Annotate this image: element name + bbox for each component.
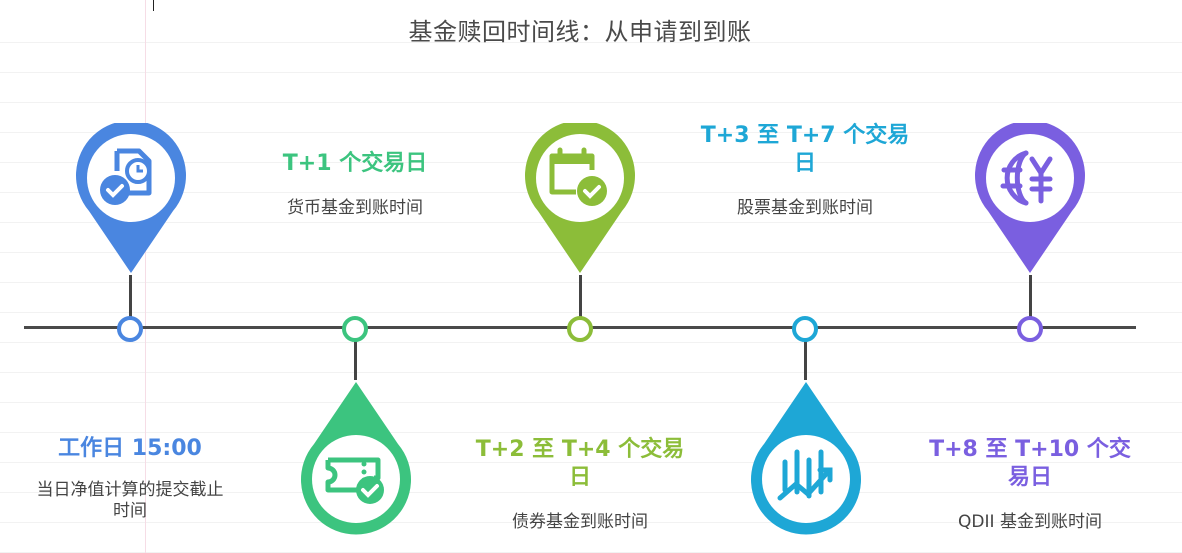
margin-line <box>145 0 146 553</box>
milestone-4-desc: 股票基金到账时间 <box>737 198 873 218</box>
milestone-1-desc: 当日净值计算的提交截止时间 <box>36 480 224 521</box>
milestone-1-title: 工作日 15:00 <box>58 436 202 461</box>
milestone-1-node[interactable] <box>117 316 143 342</box>
milestone-2-pin <box>301 382 411 535</box>
milestone-5-desc: QDII 基金到账时间 <box>958 512 1102 532</box>
diagram-title: 基金赎回时间线：从申请到到账 <box>408 18 752 46</box>
milestone-5-title: T+8 至 T+10 个交易日 <box>929 437 1131 490</box>
milestone-4-node[interactable] <box>792 316 818 342</box>
milestone-2-node[interactable] <box>342 316 368 342</box>
milestone-3-title: T+2 至 T+4 个交易日 <box>475 437 685 490</box>
milestone-4-stem <box>804 340 807 380</box>
milestone-5-node[interactable] <box>1017 316 1043 342</box>
milestone-3-stem <box>579 275 582 317</box>
document-clock-check-icon <box>100 148 152 205</box>
milestone-4-title: T+3 至 T+7 个交易日 <box>700 123 910 176</box>
ticket-check-icon <box>325 457 384 504</box>
milestone-5-stem <box>1029 275 1032 317</box>
milestone-1-stem <box>129 275 132 317</box>
stock-chart-up-icon <box>777 449 833 501</box>
calendar-check-icon <box>549 147 607 206</box>
milestone-5-pin <box>975 123 1085 273</box>
milestone-2-stem <box>354 340 357 380</box>
milestone-1-pin <box>76 123 186 273</box>
milestone-4-pin <box>751 382 861 535</box>
milestone-3-desc: 债券基金到账时间 <box>512 512 648 532</box>
globe-yen-icon <box>1000 150 1053 206</box>
milestone-3-pin <box>525 123 635 273</box>
milestone-2-title: T+1 个交易日 <box>282 151 428 176</box>
milestone-2-desc: 货币基金到账时间 <box>287 198 423 218</box>
milestone-3-node[interactable] <box>567 316 593 342</box>
text-cursor <box>153 0 154 11</box>
